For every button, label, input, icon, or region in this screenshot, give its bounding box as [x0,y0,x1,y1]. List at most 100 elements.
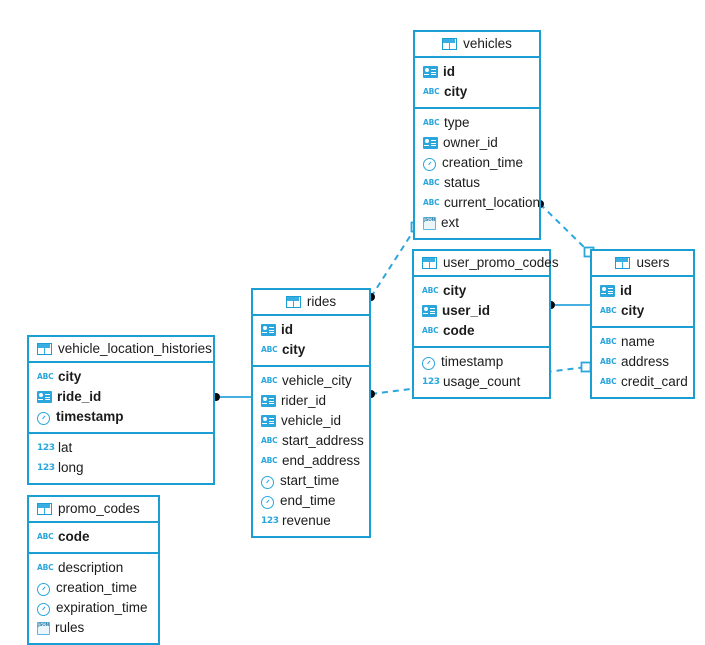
table-header[interactable]: vehicle_location_histories [29,337,213,363]
table-name: vehicles [463,36,512,51]
num-icon: 123 [422,377,440,387]
table-field[interactable]: ABC address [592,352,693,372]
table-field[interactable]: ABC current_location [415,193,541,213]
field-name: end_time [280,493,336,508]
field-name: rider_id [281,393,327,408]
abc-icon: ABC [261,436,278,445]
primary-key-field[interactable]: ride_id [29,387,213,407]
abc-icon: ABC [423,178,440,187]
field-name: user_id [442,303,491,318]
relationship-line [370,226,417,298]
table-field[interactable]: rules [29,616,158,638]
table-header[interactable]: users [592,251,693,277]
clock-icon [261,475,275,489]
table-name: rides [306,294,337,309]
field-name: city [58,369,82,384]
table-header[interactable]: promo_codes [29,497,158,523]
field-name: city [282,342,306,357]
abc-icon: ABC [600,357,617,366]
field-name: vehicle_city [282,373,352,388]
abc-icon: ABC [600,377,617,386]
abc-icon: ABC [37,563,54,572]
table-field[interactable]: end_time [253,491,369,511]
json-icon [423,211,436,230]
abc-icon: ABC [261,456,278,465]
abc-icon: ABC [422,286,439,295]
field-name: creation_time [442,155,524,170]
table-field[interactable]: timestamp [414,352,549,372]
field-name: address [621,354,670,369]
field-name: id [443,64,455,79]
table-header[interactable]: rides [253,290,369,316]
id-icon [261,324,276,336]
table-field[interactable]: ABC status [415,173,539,193]
table-field[interactable]: owner_id [415,133,539,153]
field-name: current_location [444,195,541,210]
primary-key-field[interactable]: id [253,320,369,340]
table-header[interactable]: user_promo_codes [414,251,559,277]
primary-key-field[interactable]: id [592,281,693,301]
id-icon [422,305,437,317]
field-name: status [444,175,481,190]
field-name: usage_count [443,374,521,389]
abc-icon: ABC [423,198,440,207]
table-icon [422,256,437,269]
relationship-vehicle-location-histories-to-rides [212,393,251,401]
field-name: credit_card [621,374,688,389]
table-field[interactable]: creation_time [29,578,158,598]
field-name: end_address [282,453,361,468]
table-field[interactable]: vehicle_id [253,411,369,431]
num-icon: 123 [261,516,279,526]
primary-key-field[interactable]: id [415,62,539,82]
abc-icon: ABC [37,532,54,541]
table-field[interactable]: ABC start_address [253,431,369,451]
table-field[interactable]: start_time [253,471,369,491]
json-icon [37,616,50,635]
field-name: ride_id [57,389,102,404]
table-header[interactable]: vehicles [415,32,539,58]
field-name: revenue [282,513,331,528]
table-field[interactable]: creation_time [415,153,539,173]
field-name: start_address [282,433,364,448]
table-name: promo_codes [58,501,140,516]
table-field[interactable]: ABC end_address [253,451,369,471]
abc-icon: ABC [423,87,440,96]
table-field[interactable]: ABC credit_card [592,372,693,392]
field-name: timestamp [441,354,504,369]
table-field[interactable]: ext [415,211,539,233]
table-field[interactable]: rider_id [253,391,369,411]
primary-key-field[interactable]: user_id [414,301,549,321]
abc-icon: ABC [422,326,439,335]
primary-key-field[interactable]: timestamp [29,407,213,427]
clock-icon [37,582,51,596]
table-icon [442,37,458,50]
